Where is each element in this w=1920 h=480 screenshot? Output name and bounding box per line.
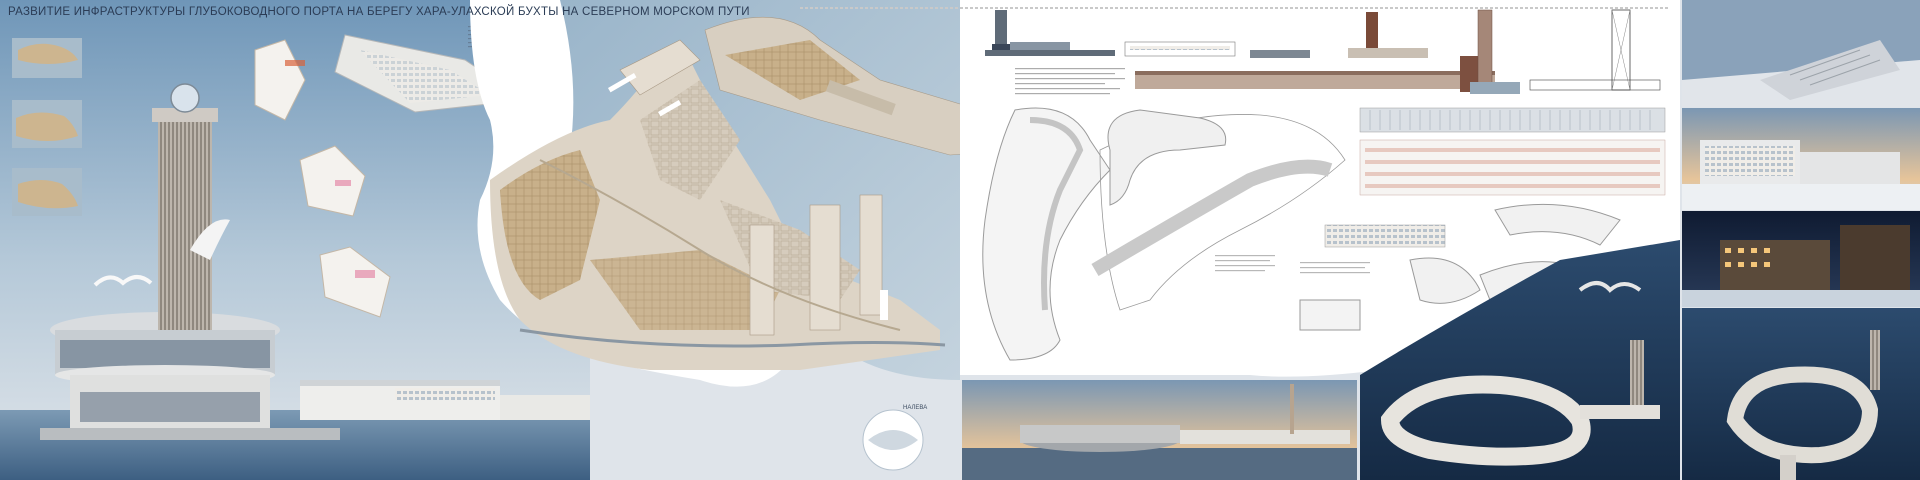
map-north-label: НАЛЕВА xyxy=(903,405,928,411)
lighthouse-lantern xyxy=(170,83,200,113)
circular-pier xyxy=(1380,375,1591,466)
map-urban-area xyxy=(500,150,600,300)
render-sea xyxy=(1360,240,1680,480)
board-title: РАЗВИТИЕ ИНФРАСТРУКТУРЫ ГЛУБОКОВОДНОГО П… xyxy=(8,6,750,18)
seagull xyxy=(190,219,230,260)
seagull xyxy=(1578,281,1642,293)
lighthouse-tower xyxy=(158,118,212,330)
seagull xyxy=(93,275,153,287)
